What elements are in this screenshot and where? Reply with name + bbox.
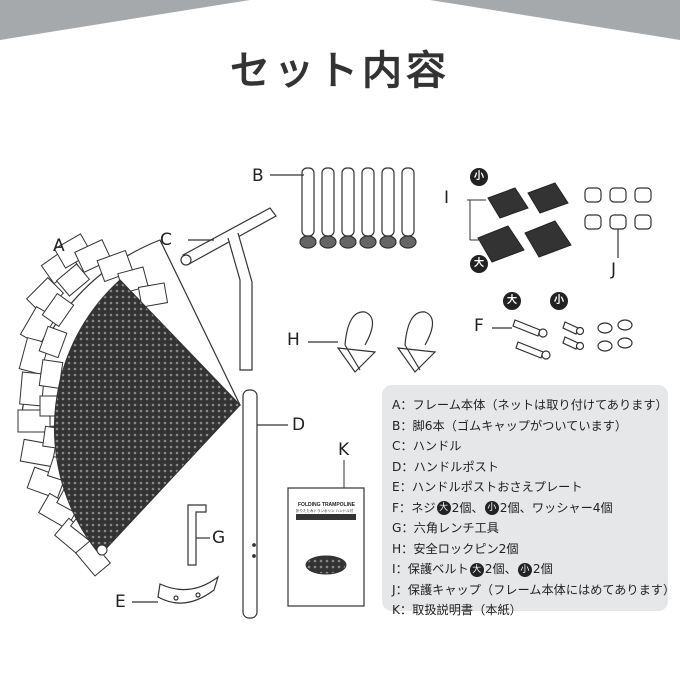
- legend-row-f-prefix: F：ネジ: [392, 500, 436, 515]
- legend-row-a: A：フレーム本体（ネットは取り付けてあります）: [392, 398, 668, 412]
- label-part-f: F: [474, 316, 484, 336]
- badge-large: 大: [436, 501, 451, 515]
- label-part-b: B: [252, 166, 264, 186]
- label-part-c: C: [160, 230, 172, 250]
- badge-large: 大: [469, 562, 484, 577]
- protective-caps-part-j: [584, 187, 652, 258]
- protective-belts-part-i: [467, 182, 572, 263]
- legend-row-g: G：六角レンチ工具: [392, 521, 499, 535]
- badge-small: 小: [517, 562, 532, 577]
- legend-row-c: C：ハンドル: [392, 439, 462, 453]
- parts-legend: A：フレーム本体（ネットは取り付けてあります） B：脚6本（ゴムキャップがついて…: [382, 385, 676, 617]
- label-part-k: K: [338, 440, 350, 460]
- label-part-e: E: [115, 592, 126, 612]
- legend-row-d: D：ハンドルポスト: [392, 459, 499, 474]
- screws-part-f: [492, 319, 633, 360]
- badge-small: 小: [484, 501, 499, 515]
- legend-row-f-mid: 2個、: [451, 500, 484, 515]
- manual-subtitle: 折りたたみトランポリン ハンドル付: [296, 509, 354, 513]
- lock-pins-part-h: [308, 311, 437, 373]
- legend-row-i-mid: 2個、: [484, 562, 517, 576]
- legend-row-k: K：取扱説明書（本紙）: [392, 603, 522, 617]
- legend-row-f-suffix: 2個、ワッシャー4個: [499, 500, 613, 515]
- header-band: [0, 0, 680, 40]
- legend-row-h: H：安全ロックピン2個: [392, 541, 519, 556]
- legend-row-i-suffix: 2個: [532, 562, 553, 576]
- legend-row-j: J：保護キャップ（フレーム本体にはめてあります）: [392, 582, 676, 597]
- legs-part-b: [270, 167, 417, 249]
- handle-post-part-d: [242, 389, 288, 619]
- label-part-a: A: [53, 236, 65, 256]
- badge-large-screw: 大: [503, 292, 521, 310]
- badge-small-screw: 小: [550, 292, 568, 310]
- handle-part-c: [180, 207, 277, 371]
- label-part-j: J: [611, 260, 617, 280]
- label-part-h: H: [287, 330, 300, 350]
- badge-small-belt: 小: [470, 168, 488, 186]
- post-plate-part-e: [132, 575, 220, 604]
- legend-row-i-prefix: I：保護ベルト: [392, 562, 469, 576]
- frame-body-part-a: [17, 233, 242, 577]
- legend-row-b: B：脚6本（ゴムキャップがついています）: [392, 418, 628, 433]
- manual-part-k: [287, 460, 365, 607]
- badge-large-belt: 大: [470, 255, 488, 273]
- manual-title: FOLDING TRAMPOLINE: [298, 502, 355, 508]
- page-title: セット内容: [230, 48, 450, 94]
- legend-row-e: E：ハンドルポストおさえプレート: [392, 480, 583, 494]
- hex-wrench-part-g: [187, 504, 210, 566]
- label-part-i: I: [444, 188, 450, 208]
- label-part-g: G: [212, 528, 226, 548]
- label-part-d: D: [292, 415, 306, 435]
